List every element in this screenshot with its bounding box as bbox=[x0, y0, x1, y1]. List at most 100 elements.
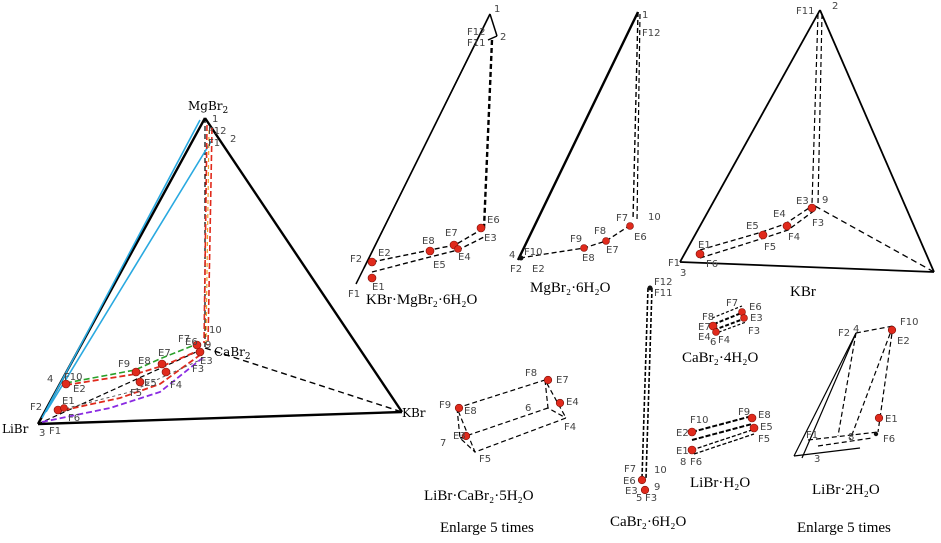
cabr2-6-top-dot bbox=[647, 285, 653, 291]
kbr-caption: KBr bbox=[790, 284, 816, 300]
cabr2-6-label-f3: F3 bbox=[645, 493, 657, 504]
cabr2-6-vertical-b bbox=[645, 287, 653, 479]
libr-cabr2-point-e7 bbox=[543, 375, 553, 385]
kbr-mgbr2-point-e6 bbox=[476, 223, 486, 233]
libr-2h2o-solid-a bbox=[793, 332, 857, 457]
main-label-e2: E2 bbox=[73, 384, 86, 395]
kbr-edge-right bbox=[819, 9, 935, 273]
cabr2-4-label-f7: F7 bbox=[726, 298, 738, 309]
kbr-mgbr2-label-f2: F2 bbox=[350, 254, 362, 265]
cyan-line-b bbox=[45, 139, 213, 413]
mgbr2-label-1: 1 bbox=[642, 10, 648, 21]
point-e7-main bbox=[157, 359, 167, 369]
kbr-mgbr2-caption: KBr·MgBr₂·6H₂O bbox=[366, 292, 477, 308]
libr-cabr2-label-f4: F4 bbox=[564, 422, 576, 433]
main-label-f5: F5 bbox=[130, 388, 142, 399]
libr-2h2o-label-e2: E2 bbox=[897, 336, 910, 347]
libr-2h2o-dash-diag bbox=[849, 325, 894, 441]
edge-libr-kbr bbox=[37, 410, 403, 426]
kbr-label-9: 9 bbox=[822, 195, 828, 206]
kbr-label-3: 3 bbox=[680, 268, 686, 279]
libr-h2o-label-f9: F9 bbox=[738, 407, 750, 418]
kbr-point-e5 bbox=[758, 230, 768, 240]
main-label-2: 2 bbox=[230, 134, 236, 145]
red-vertical-b bbox=[207, 127, 213, 346]
panel-kbr-mgbr2: 1 F12 F11 2 E6 E3 E7 E8 E4 E5 E2 F2 E1 F… bbox=[348, 4, 506, 308]
main-tetrahedron: MgBr2 CaBr2 LiBr KBr 1 F12 2 F1 10 F7 9 … bbox=[2, 99, 426, 439]
mgbr2-label-4: 4 bbox=[509, 250, 515, 261]
cabr2-4-point-e4 bbox=[712, 328, 720, 336]
kbr-label-f4: F4 bbox=[788, 232, 800, 243]
mgbr2-label-f9: F9 bbox=[570, 234, 582, 245]
main-label-e1: E1 bbox=[62, 396, 75, 407]
point-e1b-main bbox=[60, 404, 68, 412]
kbr-label-f11: F11 bbox=[796, 6, 814, 17]
libr-2h2o-note: Enlarge 5 times bbox=[797, 520, 891, 536]
kbr-mgbr2-label-1: 1 bbox=[494, 4, 500, 15]
main-label-f4: F4 bbox=[170, 380, 182, 391]
libr-cabr2-note: Enlarge 5 times bbox=[440, 520, 534, 536]
main-label-10: 10 bbox=[209, 325, 222, 336]
kbr-point-e4 bbox=[782, 221, 792, 231]
panel-cabr2-4h2o: F7 E6 F8 E3 E7 F3 E4 F4 6 CaBr₂·4H₂O bbox=[682, 298, 763, 366]
edge-cabr2-kbr bbox=[204, 347, 403, 413]
kbr-mgbr2-label-e6: E6 bbox=[487, 215, 500, 226]
kbr-mgbr2-label-f11: F11 bbox=[467, 38, 485, 49]
libr-h2o-point-e8 bbox=[747, 413, 757, 423]
libr-2h2o-caption: LiBr·2H₂O bbox=[812, 482, 880, 498]
cabr2-4-line-c bbox=[711, 305, 743, 319]
kbr-mgbr2-edge-c bbox=[489, 13, 498, 37]
libr-cabr2-label-f5: F5 bbox=[479, 454, 491, 465]
kbr-mgbr2-label-e4: E4 bbox=[458, 252, 471, 263]
libr-cabr2-label-e8: E8 bbox=[464, 406, 477, 417]
main-label-e3: E3 bbox=[200, 356, 213, 367]
main-label-e6: E6 bbox=[185, 337, 198, 348]
cabr2-6-label-5: 5 bbox=[636, 493, 642, 504]
kbr-boundary-upper bbox=[699, 205, 813, 251]
cabr2-6-caption: CaBr₂·6H₂O bbox=[610, 514, 686, 530]
libr-cabr2-label-e4: E4 bbox=[566, 397, 579, 408]
mgbr2-label-f10: F10 bbox=[524, 247, 542, 258]
cabr2-6-label-10: 10 bbox=[654, 465, 667, 476]
vertex-label-libr: LiBr bbox=[2, 422, 29, 436]
point-e5-main bbox=[135, 377, 145, 387]
libr-cabr2-point-e4 bbox=[555, 398, 565, 408]
libr-2h2o-label-3: 3 bbox=[814, 454, 820, 465]
kbr-label-f6: F6 bbox=[706, 259, 718, 270]
libr-h2o-point-e1 bbox=[687, 445, 697, 455]
mgbr2-label-f2: F2 bbox=[510, 264, 522, 275]
kbr-vertical-a bbox=[811, 13, 819, 205]
mgbr2-label-e7: E7 bbox=[606, 245, 619, 256]
main-label-f7: F7 bbox=[178, 334, 190, 345]
libr-cabr2-point-e8 bbox=[454, 403, 464, 413]
kbr-mgbr2-label-e2: E2 bbox=[378, 248, 391, 259]
libr-2h2o-point-e1 bbox=[874, 413, 884, 423]
libr-2h2o-solid-b bbox=[801, 332, 857, 459]
mgbr2-point-e6 bbox=[626, 222, 634, 230]
green-boundary bbox=[65, 343, 198, 384]
cabr2-4-caption: CaBr₂·4H₂O bbox=[682, 350, 758, 366]
main-label-f2: F2 bbox=[30, 402, 42, 413]
cabr2-6-vertical-a bbox=[641, 287, 649, 479]
libr-cabr2-label-6: 6 bbox=[525, 403, 531, 414]
cyan-line-a bbox=[41, 119, 201, 419]
panel-libr-2h2o: F2 4 F10 E2 E1 F1 8 F6 3 LiBr·2H₂O Enlar… bbox=[793, 317, 918, 536]
cabr2-4-label-e4: E4 bbox=[698, 332, 711, 343]
libr-cabr2-label-f9: F9 bbox=[439, 400, 451, 411]
cabr2-6-label-9: 9 bbox=[654, 482, 660, 493]
kbr-edge-left bbox=[679, 9, 821, 263]
kbr-mgbr2-label-f12: F12 bbox=[467, 27, 485, 38]
kbr-mgbr2-label-f1: F1 bbox=[348, 289, 360, 300]
mgbr2-boundary bbox=[519, 223, 633, 259]
panel-kbr: F11 2 9 E3 F3 E4 E5 F4 F5 E1 F1 F6 3 KBr bbox=[668, 1, 935, 300]
main-label-f6: F6 bbox=[68, 413, 80, 424]
libr-cabr2-label-e3: E3 bbox=[453, 431, 466, 442]
kbr-boundary-lower bbox=[699, 209, 816, 259]
kbr-mgbr2-label-e5: E5 bbox=[433, 260, 446, 271]
kbr-mgbr2-point-e8 bbox=[425, 246, 435, 256]
libr-2h2o-label-4: 4 bbox=[853, 324, 859, 335]
kbr-mgbr2-edge-d bbox=[487, 35, 498, 41]
libr-cabr2-label-f8: F8 bbox=[525, 368, 537, 379]
cabr2-4-label-f4: F4 bbox=[718, 335, 730, 346]
